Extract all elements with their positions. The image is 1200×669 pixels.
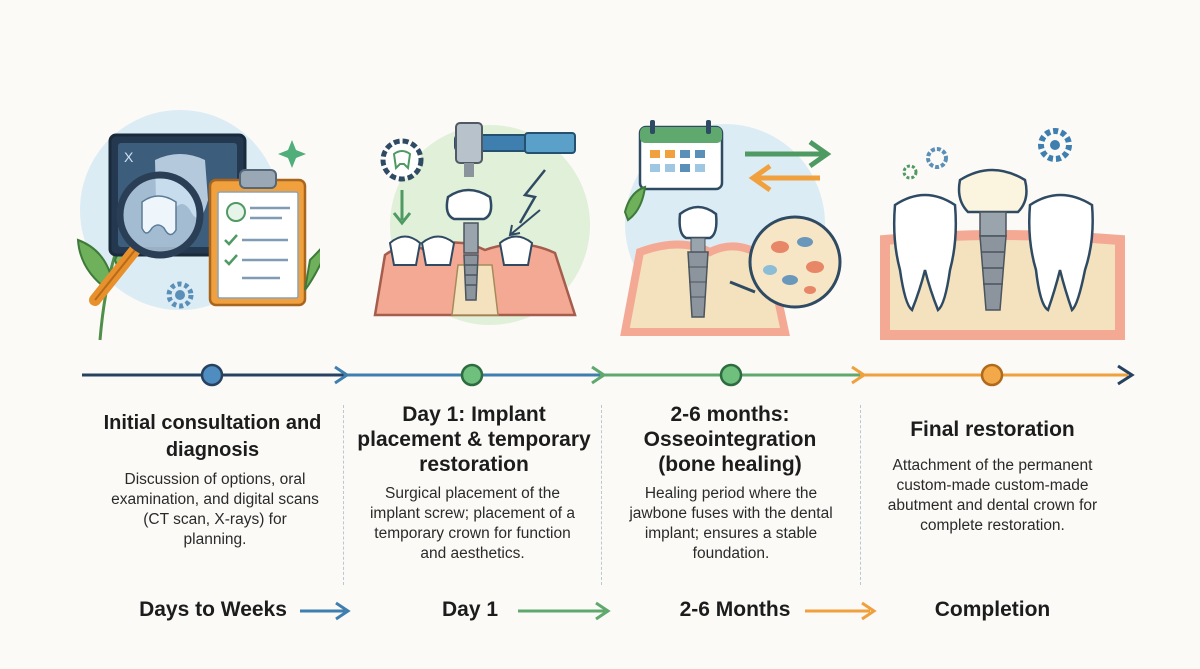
- stage-1-duration: Days to Weeks: [139, 598, 287, 621]
- duration-arrow-icon: [595, 601, 611, 621]
- stage-1-title: Initial consultation and diagnosis: [103, 412, 322, 461]
- duration-connectors: [300, 601, 877, 621]
- stage-4-duration: Completion: [934, 598, 1051, 621]
- stage-2-duration: Day 1: [441, 598, 499, 621]
- final-restoration-illustration: [880, 128, 1125, 340]
- duration-arrow-icon: [861, 601, 877, 621]
- gear-tooth-icon: [380, 138, 424, 182]
- stage-4-title: Final restoration: [910, 418, 1075, 441]
- sparkle-icon: [278, 140, 306, 168]
- timeline-arrow-icon: [334, 365, 350, 385]
- leaf-icon: [623, 185, 647, 222]
- arrow-down-icon: [392, 190, 412, 226]
- implant-placement-illustration: [373, 122, 590, 325]
- gear-icon: [902, 164, 918, 180]
- gear-icon: [926, 147, 948, 169]
- stage-3-title: 2-6 months: Osseointegration (bone heali…: [643, 403, 817, 476]
- consultation-illustration: X: [76, 110, 320, 341]
- implant-screw-icon: [979, 211, 1007, 311]
- xray-label: X: [124, 149, 134, 165]
- timeline-node-1: [200, 363, 224, 387]
- timeline: [82, 363, 1135, 387]
- tooth-icon: [1028, 193, 1094, 313]
- timeline-arrow-icon: [851, 365, 867, 385]
- tooth-icon: [388, 235, 534, 266]
- arrow-icon: [508, 209, 541, 237]
- stage-2-title: Day 1: Implant placement & temporary res…: [357, 403, 591, 476]
- gear-icon: [166, 281, 194, 309]
- stage-3-description: Healing period where the jawbone fuses w…: [629, 485, 833, 562]
- calendar-icon: [638, 120, 724, 191]
- timeline-end-arrow-icon: [1117, 364, 1135, 386]
- duration-arrow-icon: [335, 601, 351, 621]
- stage-4-description: Attachment of the permanent custom-made …: [887, 457, 1098, 534]
- timeline-node-2: [460, 363, 484, 387]
- osseointegration-illustration: [620, 120, 842, 336]
- clipboard-icon: [208, 169, 307, 307]
- tooth-icon: [892, 193, 958, 312]
- divider: [343, 405, 344, 585]
- crown-icon: [445, 188, 493, 221]
- lightning-icon: [518, 169, 546, 224]
- gear-icon: [1038, 128, 1072, 162]
- stage-1-description: Discussion of options, oral examination,…: [111, 471, 319, 548]
- arrow-left-icon: [748, 163, 820, 193]
- divider: [860, 405, 861, 585]
- cell-zoom-icon: [729, 215, 842, 309]
- divider: [601, 405, 602, 585]
- stage-2-description: Surgical placement of the implant screw;…: [369, 485, 576, 562]
- crown-icon: [957, 168, 1028, 214]
- timeline-arrow-icon: [591, 365, 607, 385]
- stage-3-duration: 2-6 Months: [679, 598, 791, 621]
- implant-screw-icon: [463, 222, 479, 301]
- arrow-right-icon: [745, 139, 832, 169]
- leaf-icon: [304, 248, 320, 291]
- timeline-node-4: [980, 363, 1004, 387]
- timeline-node-3: [719, 363, 743, 387]
- drill-icon: [454, 122, 576, 177]
- implant-icon: [678, 205, 718, 318]
- magnifier-icon: [89, 171, 204, 306]
